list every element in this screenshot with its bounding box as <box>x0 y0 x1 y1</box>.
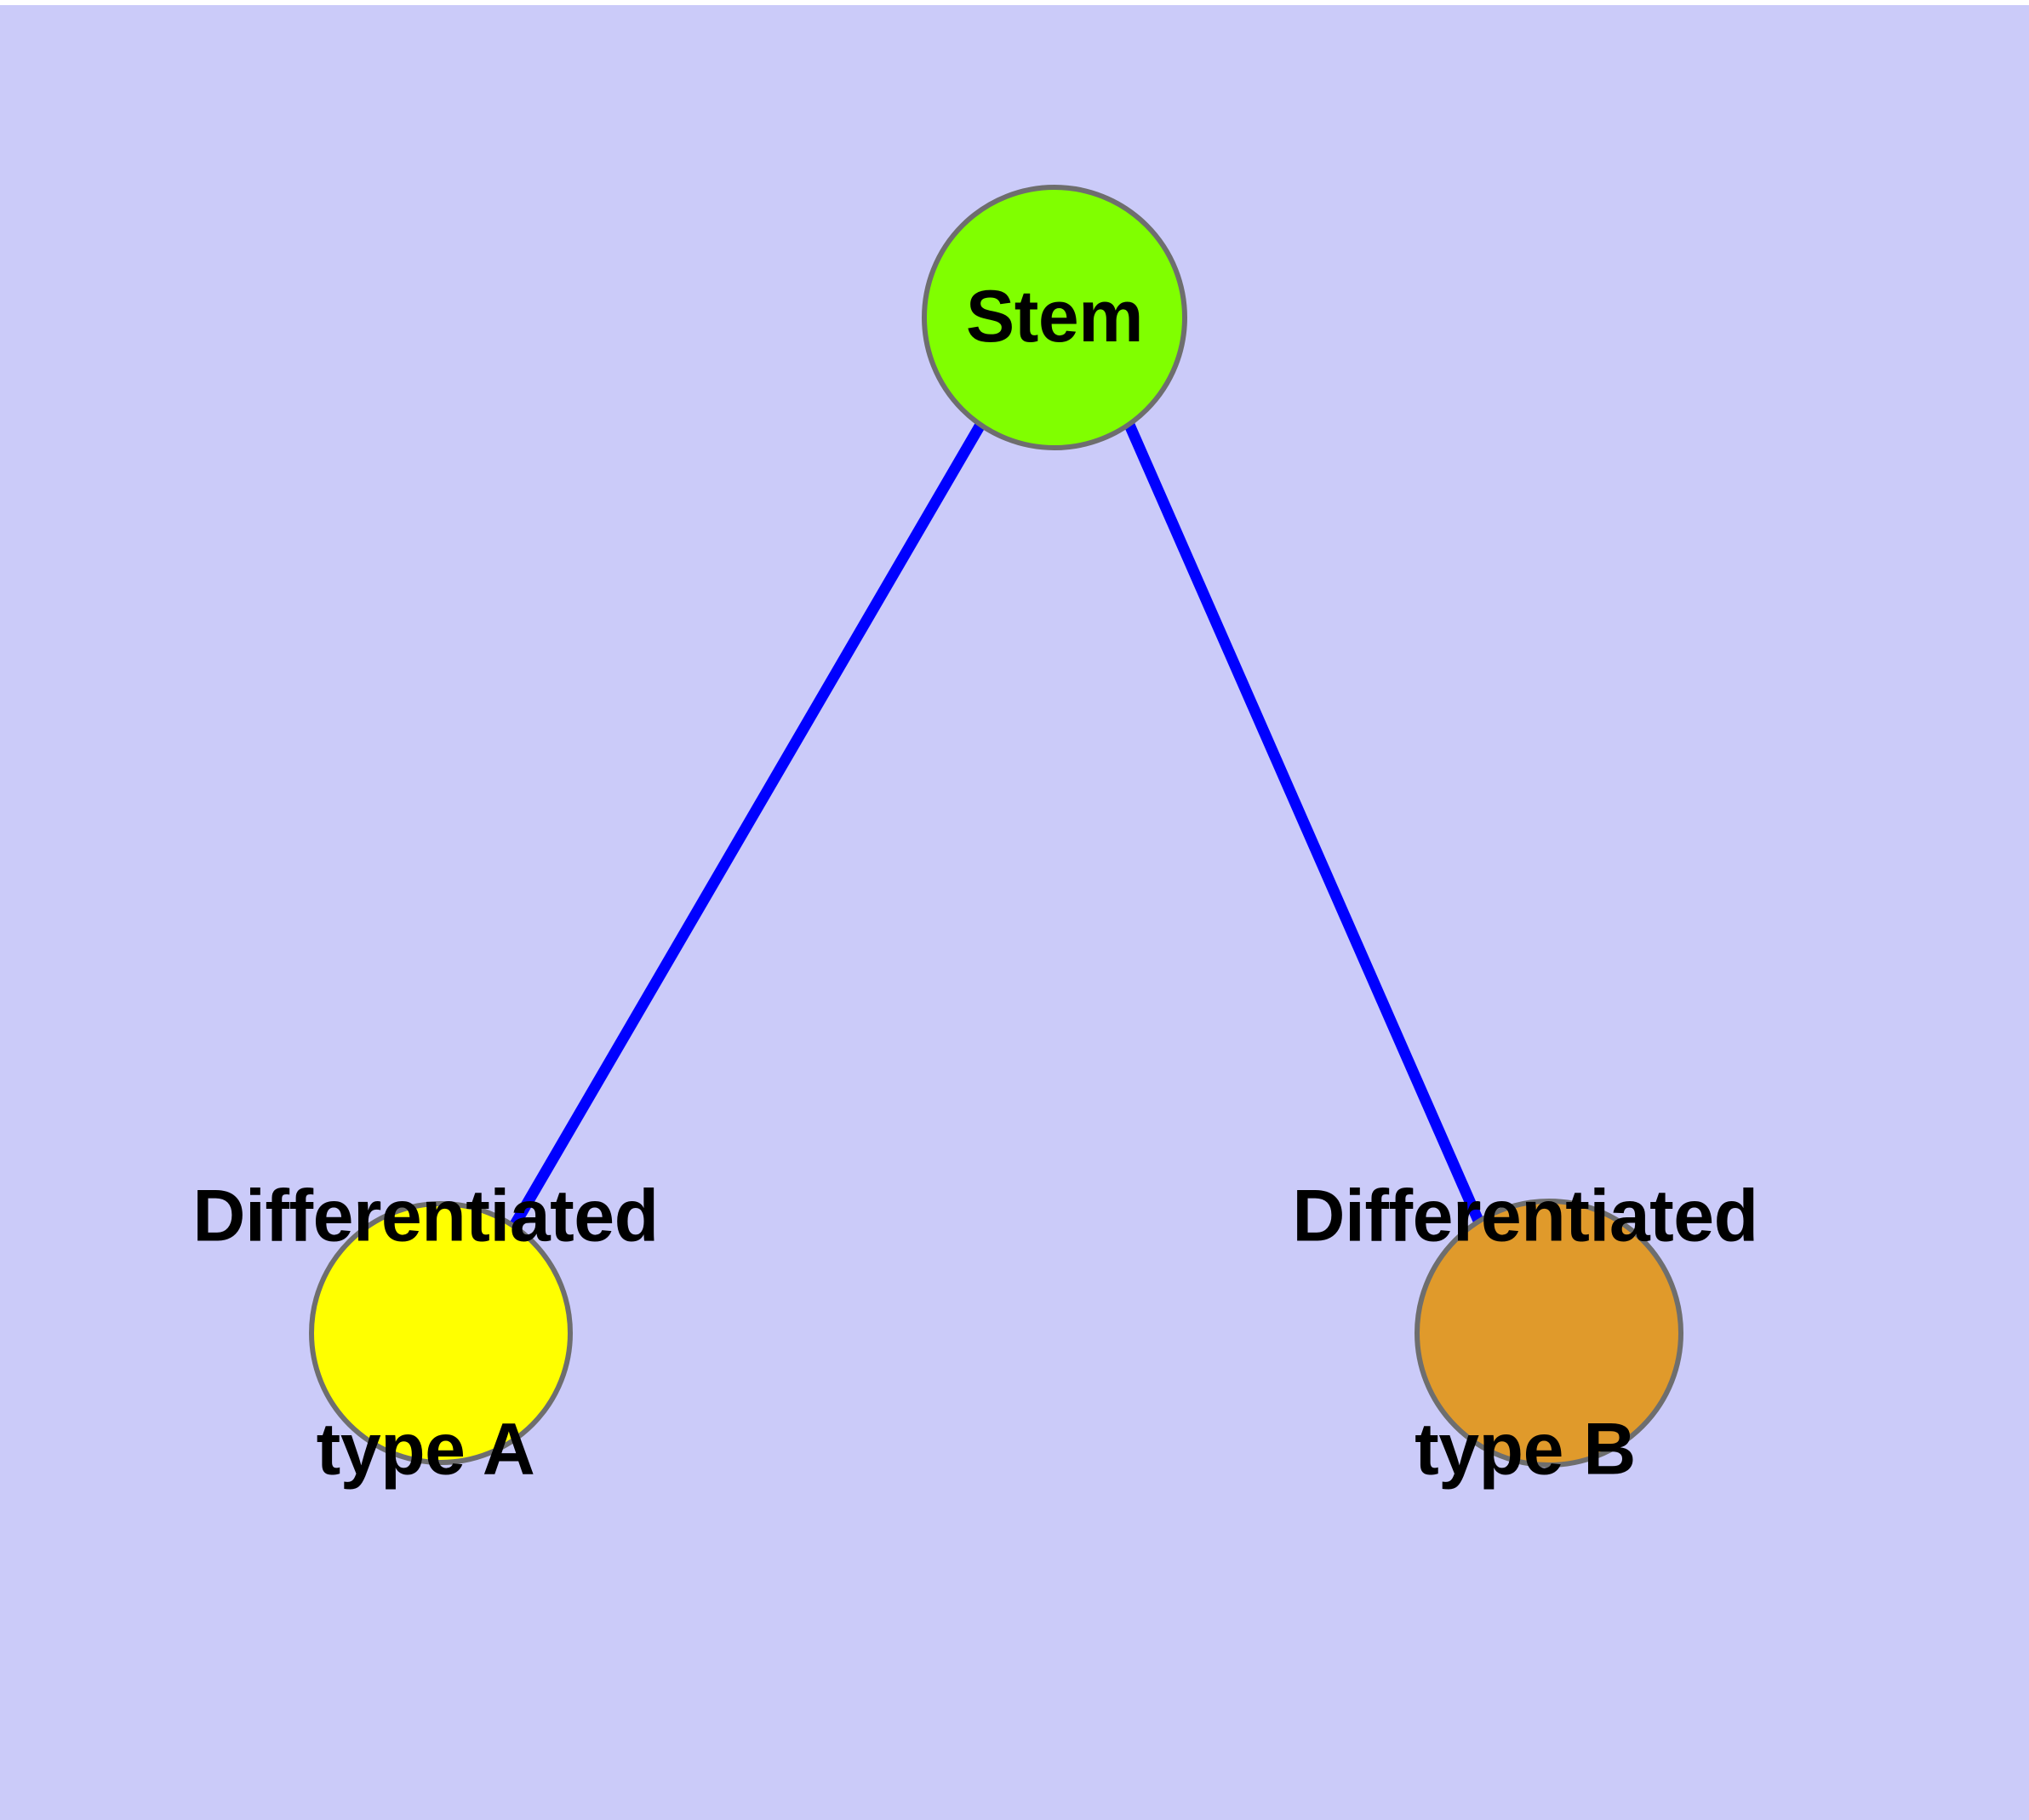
edge-stem-to-differentiated-type-a <box>509 421 986 1229</box>
edge-stem-to-differentiated-type-b <box>1124 422 1483 1223</box>
node-stem[interactable] <box>922 185 1187 450</box>
edge-layer <box>509 421 1483 1229</box>
node-differentiated-type-a[interactable] <box>309 1201 573 1465</box>
node-layer <box>309 185 1683 1468</box>
node-differentiated-type-b[interactable] <box>1415 1199 1683 1468</box>
